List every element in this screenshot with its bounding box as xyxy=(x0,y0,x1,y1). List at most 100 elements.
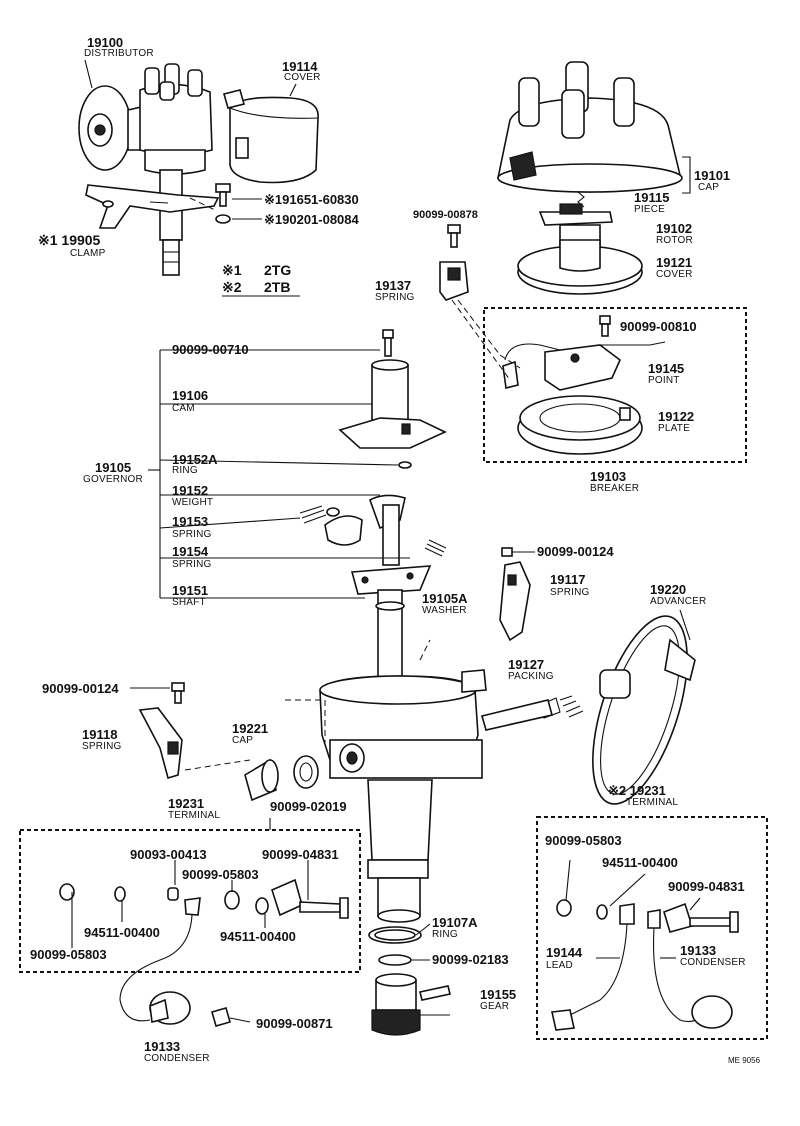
label-condenser-right-name: CONDENSER xyxy=(680,957,746,968)
spring-19117-part xyxy=(499,547,535,642)
bolt-and-washer xyxy=(215,183,262,224)
label-terminal-left-name: TERMINAL xyxy=(168,810,221,821)
label-lead-num: 19144 xyxy=(546,945,583,960)
label-spring-19154-name: SPRING xyxy=(172,559,212,570)
label-washer-19105a-name: WASHER xyxy=(422,605,467,616)
label-spring-19118-name: SPRING xyxy=(82,741,122,752)
condenser-left-part xyxy=(149,818,271,1025)
terminal-right-parts xyxy=(551,859,739,1031)
governor-bracket xyxy=(148,349,410,599)
label-cap-name: CAP xyxy=(698,182,720,193)
label-plate-name: PLATE xyxy=(658,423,690,434)
label-shaft-name: SHAFT xyxy=(172,597,206,608)
label-washer-02183: 90099-02183 xyxy=(432,952,509,967)
label-piece-name: PIECE xyxy=(634,204,666,215)
distributor-cover xyxy=(223,83,319,184)
label-governor-name: GOVERNOR xyxy=(83,474,143,485)
label-breaker-name: BREAKER xyxy=(590,483,640,494)
note-1-mark: ※1 xyxy=(222,262,242,278)
label-screw-00124-left: 90099-00124 xyxy=(42,681,119,696)
label-tr-04831: 90099-04831 xyxy=(668,879,745,894)
note-1-code: 2TG xyxy=(264,262,292,278)
label-piece-num: 19115 xyxy=(634,190,670,205)
label-ring-19107a-num: 19107A xyxy=(432,915,478,930)
label-weight-name: WEIGHT xyxy=(172,497,214,508)
label-clamp-num: ※1 19905 xyxy=(38,232,101,248)
label-shaft-num: 19151 xyxy=(172,583,209,598)
label-cam-name: CAM xyxy=(172,403,195,414)
label-condenser-right-num: 19133 xyxy=(680,943,717,958)
label-screw-00810: 90099-00810 xyxy=(620,319,697,334)
terminal-left-parts xyxy=(59,860,349,1022)
lower-shaft-parts xyxy=(368,923,451,1036)
label-packing-name: PACKING xyxy=(508,671,554,682)
label-advancer-name: ADVANCER xyxy=(650,596,707,607)
label-seal-02019: 90099-02019 xyxy=(270,799,347,814)
label-screw-00710: 90099-00710 xyxy=(172,342,249,357)
label-rotor-name: ROTOR xyxy=(656,235,693,246)
label-governor-num: 19105 xyxy=(95,460,132,475)
label-lead-name: LEAD xyxy=(546,960,573,971)
advancer-part xyxy=(481,609,696,805)
rotor-assembly xyxy=(517,191,643,295)
label-distributor-num: 19100 xyxy=(87,35,124,50)
terminal-left-box xyxy=(19,829,361,973)
label-point-name: POINT xyxy=(648,375,680,386)
label-breaker-num: 19103 xyxy=(590,469,627,484)
label-spring-19153-name: SPRING xyxy=(172,529,212,540)
label-tl-05803-b: 90099-05803 xyxy=(30,947,107,962)
label-tl-05803-a: 90099-05803 xyxy=(182,867,259,882)
terminal-right-box xyxy=(536,816,768,1040)
label-condenser-left-num: 19133 xyxy=(144,1039,181,1054)
connector-dash-1 xyxy=(451,299,511,381)
label-spring-19153-num: 19153 xyxy=(172,514,209,529)
note-2-mark: ※2 xyxy=(222,279,242,295)
label-gear-name: GEAR xyxy=(480,1001,510,1012)
label-spring-19118-num: 19118 xyxy=(82,727,118,742)
label-cover-top-name: COVER xyxy=(284,72,321,83)
label-terminal-right-name: TERMINAL xyxy=(626,797,679,808)
distributor-housing xyxy=(285,669,487,923)
label-ring-19152a-name: RING xyxy=(172,465,198,476)
label-cap-19221-num: 19221 xyxy=(232,721,269,736)
label-spring-19137-name: SPRING xyxy=(375,292,415,303)
label-washer-190201: ※190201-08084 xyxy=(264,212,359,227)
label-spring-19154-num: 19154 xyxy=(172,544,209,559)
left-small-parts xyxy=(130,682,319,802)
label-bolt-191651: ※191651-60830 xyxy=(264,192,359,207)
label-cap-19221-name: CAP xyxy=(232,735,254,746)
label-tr-05803: 90099-05803 xyxy=(545,833,622,848)
label-tl-00413: 90093-00413 xyxy=(130,847,207,862)
label-spring-19117-name: SPRING xyxy=(550,587,590,598)
label-cover-breaker-num: 19121 xyxy=(656,255,693,270)
screw-00871-part xyxy=(211,1007,251,1027)
label-packing-num: 19127 xyxy=(508,657,545,672)
label-cap-num: 19101 xyxy=(694,168,731,183)
label-cam-num: 19106 xyxy=(172,388,209,403)
governor-parts xyxy=(299,329,447,726)
footer-code: ME 9056 xyxy=(728,1056,761,1065)
label-screw-00124-right: 90099-00124 xyxy=(537,544,614,559)
label-clamp-name: CLAMP xyxy=(70,248,106,259)
clamp-part xyxy=(85,184,220,229)
label-terminal-left-num: 19231 xyxy=(168,796,205,811)
label-distributor-name: DISTRIBUTOR xyxy=(84,48,154,59)
spring-19137-part xyxy=(439,224,521,369)
label-cover-breaker-name: COVER xyxy=(656,269,693,280)
label-screw-00871: 90099-00871 xyxy=(256,1016,333,1031)
distributor-assembly xyxy=(78,59,213,276)
breaker-box xyxy=(483,307,747,463)
label-terminal-right-num: ※2 19231 xyxy=(608,783,666,798)
distributor-cap-part xyxy=(497,61,691,194)
label-screw-00878: 90099-00878 xyxy=(413,209,478,221)
label-tl-00400-b: 94511-00400 xyxy=(220,929,296,944)
label-rotor-num: 19102 xyxy=(656,221,693,236)
label-point-num: 19145 xyxy=(648,361,685,376)
label-ring-19107a-name: RING xyxy=(432,929,458,940)
label-advancer-num: 19220 xyxy=(650,582,687,597)
label-weight-num: 19152 xyxy=(172,483,209,498)
label-plate-num: 19122 xyxy=(658,409,695,424)
note-2-code: 2TB xyxy=(264,279,291,295)
label-condenser-left-name: CONDENSER xyxy=(144,1053,210,1064)
label-spring-19117-num: 19117 xyxy=(550,572,586,587)
